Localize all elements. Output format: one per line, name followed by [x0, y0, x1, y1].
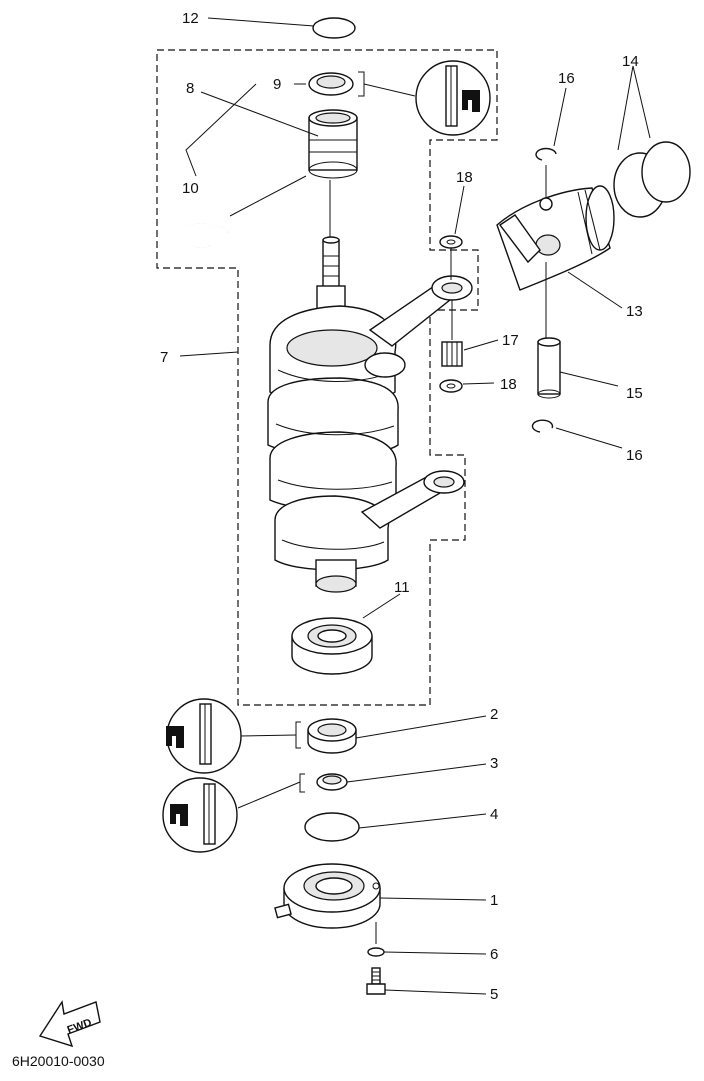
part-16-circlip-bottom	[531, 419, 623, 449]
connecting-rod-upper	[364, 275, 473, 378]
callout-16-bottom: 16	[626, 447, 643, 464]
callout-11: 11	[394, 579, 410, 596]
part-10-circlip	[172, 175, 307, 248]
callout-8: 8	[186, 80, 194, 97]
part-13-piston	[496, 165, 623, 338]
part-2-oil-seal	[239, 715, 487, 754]
part-4-o-ring	[304, 812, 487, 842]
connecting-rod-lower	[360, 470, 465, 529]
callout-15: 15	[626, 385, 643, 402]
part-15-piston-pin	[537, 337, 619, 399]
callout-18-top: 18	[456, 169, 473, 186]
callout-1: 1	[490, 892, 498, 909]
callout-17: 17	[502, 332, 519, 349]
part-16-circlip-top	[535, 87, 567, 161]
crankshaft-assembly-dashed-box	[156, 49, 498, 706]
callout-18-bottom: 18	[500, 376, 517, 393]
part-11-ball-bearing	[291, 593, 401, 675]
callout-10: 10	[182, 180, 199, 197]
callout-14: 14	[622, 53, 639, 70]
callout-6: 6	[490, 946, 498, 963]
callout-9: 9	[273, 76, 281, 93]
callout-13: 13	[626, 303, 643, 320]
diagram-code: 6H20010-0030	[12, 1053, 105, 1069]
callout-7: 7	[160, 349, 168, 366]
part-12-o-ring	[207, 17, 356, 39]
callout-12: 12	[182, 10, 199, 27]
part-14-piston-rings	[613, 65, 691, 218]
callout-3: 3	[490, 755, 498, 772]
grease-symbol-icon	[415, 60, 491, 136]
part-18-washer-top	[439, 185, 465, 280]
part-8-needle-bearing	[200, 91, 358, 179]
part-6-washer	[367, 922, 487, 957]
callout-4: 4	[490, 806, 498, 823]
callout-5: 5	[490, 986, 498, 1003]
part-5-bolt	[366, 967, 487, 995]
part-18-washer-bottom	[439, 379, 495, 393]
grease-symbol-icon	[162, 777, 238, 853]
grease-symbol-icon	[166, 698, 242, 774]
part-17-small-bearing	[441, 300, 499, 367]
part-3-oil-seal	[237, 763, 487, 809]
part-1-bearing-housing	[274, 863, 487, 929]
callout-16-top: 16	[558, 70, 575, 87]
crankshaft	[267, 180, 399, 593]
part-9-oil-seal	[308, 71, 416, 97]
fwd-arrow-icon: FWD	[38, 1000, 101, 1048]
callout-2: 2	[490, 706, 498, 723]
